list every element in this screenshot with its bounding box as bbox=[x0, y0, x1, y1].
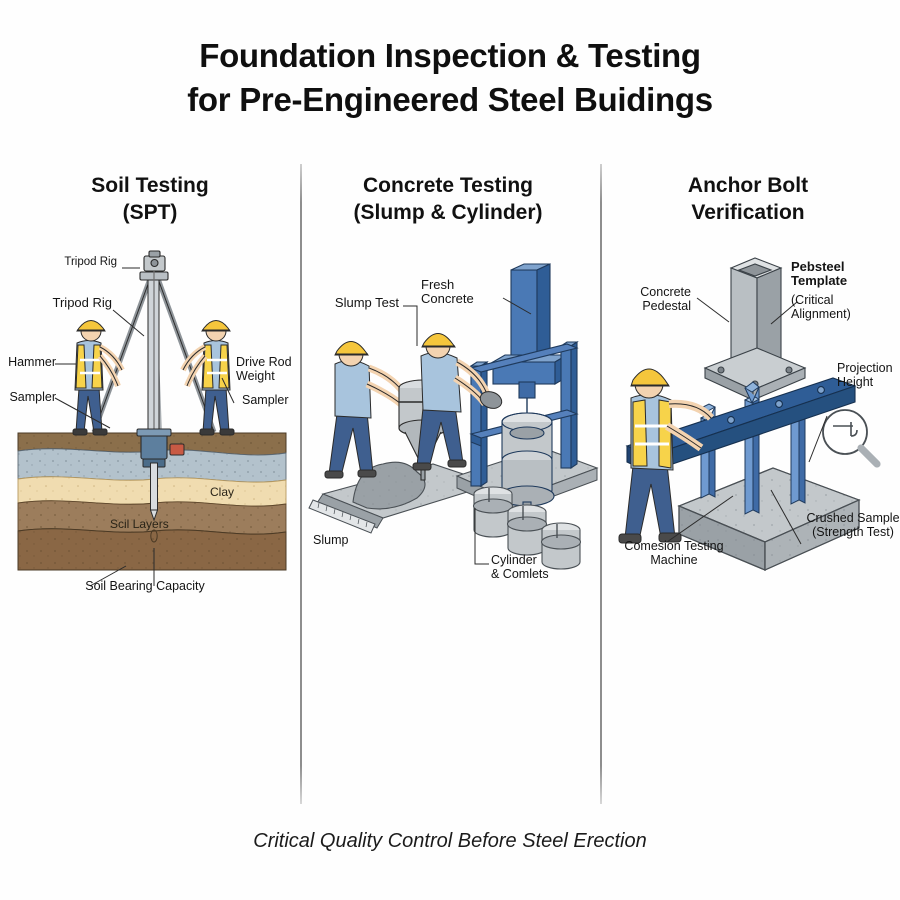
illustration-concrete-testing: Slump Test Fresh Concrete Slump Cylinder… bbox=[305, 262, 600, 592]
column-heading-concrete-testing: Concrete Testing (Slump & Cylinder) bbox=[308, 172, 588, 226]
title-line-2: for Pre-Engineered Steel Buidings bbox=[187, 81, 713, 118]
label-tripod-rig-top: Tripod Rig bbox=[64, 256, 117, 268]
label-soil-bearing-capacity: Soil Bearing Capacity bbox=[85, 579, 205, 593]
worker-right bbox=[180, 320, 235, 436]
label-slump: Slump bbox=[313, 533, 349, 547]
magnifier-icon bbox=[822, 409, 881, 468]
heading-concrete-line1: Concrete Testing bbox=[363, 174, 533, 197]
column-divider-2 bbox=[600, 164, 602, 804]
heading-anchor-line2: Verification bbox=[691, 201, 805, 224]
label-sampler-left: Sampler bbox=[9, 390, 56, 404]
label-crushed-sample: Crushed Sample (Strength Test) bbox=[806, 511, 900, 539]
page-title: Foundation Inspection & Testing for Pre-… bbox=[0, 34, 900, 122]
label-projection-height: Projection Height bbox=[837, 361, 893, 389]
concrete-pedestal bbox=[677, 467, 861, 571]
label-tripod-rig-mid: Tripod Rig bbox=[52, 295, 112, 310]
heading-concrete-line2: (Slump & Cylinder) bbox=[353, 201, 543, 224]
worker-cylinder bbox=[412, 333, 503, 471]
concrete-testing-drawing bbox=[308, 263, 599, 570]
worker-left bbox=[72, 320, 125, 436]
label-slump-test: Slump Test bbox=[334, 295, 399, 310]
callout-leader-lines bbox=[54, 267, 235, 587]
label-concrete-pedestal: Concrete Pedestal bbox=[640, 285, 691, 313]
column-heading-soil-testing: Soil Testing (SPT) bbox=[10, 172, 290, 226]
label-clay: Clay bbox=[210, 485, 235, 499]
column-base-plate bbox=[703, 347, 807, 401]
illustration-soil-testing: Tripod Rig Tripod Rig Hammer Sampler Dri… bbox=[8, 248, 300, 598]
column-divider-1 bbox=[300, 164, 302, 804]
heading-anchor-line1: Anchor Bolt bbox=[687, 174, 809, 197]
soil-profile bbox=[17, 432, 287, 571]
worker-slump bbox=[324, 341, 406, 479]
label-pebsteel-template: Pebsteel Template bbox=[791, 259, 848, 288]
heading-soil-line1: Soil Testing bbox=[91, 174, 209, 197]
label-fresh-concrete: Fresh Concrete bbox=[421, 277, 474, 306]
label-hammer: Hammer bbox=[8, 355, 56, 369]
callout-leader-lines bbox=[403, 297, 532, 565]
label-pebsteel-template-sub: (Critical Alignment) bbox=[791, 293, 851, 321]
footer-caption: Critical Quality Control Before Steel Er… bbox=[253, 830, 647, 852]
worker-anchor-bolt bbox=[618, 368, 715, 544]
label-drive-rod-weight: Drive Rod Weight bbox=[236, 355, 292, 383]
heading-soil-line2: (SPT) bbox=[122, 201, 178, 224]
label-cylinder-cones: Cylinder & Comlets bbox=[491, 553, 549, 581]
callout-leader-lines bbox=[666, 297, 828, 545]
sampler-rod bbox=[149, 462, 159, 543]
anchor-bolt-drawing bbox=[618, 257, 881, 571]
label-compression-testing-machine: Comesion Testing Machine bbox=[624, 539, 724, 567]
label-sampler-right: Sampler bbox=[242, 393, 289, 407]
steel-column bbox=[729, 257, 783, 369]
illustration-anchor-bolt: Concrete Pedestal Pebsteel Template (Cri… bbox=[605, 250, 900, 590]
soil-testing-drawing bbox=[17, 250, 287, 587]
tripod-rig bbox=[91, 250, 217, 437]
title-line-1: Foundation Inspection & Testing bbox=[199, 37, 701, 74]
column-heading-anchor-bolt: Anchor Bolt Verification bbox=[608, 172, 888, 226]
cylinder-molds bbox=[472, 486, 582, 570]
label-soil-layers: Scil Layers bbox=[110, 517, 169, 531]
